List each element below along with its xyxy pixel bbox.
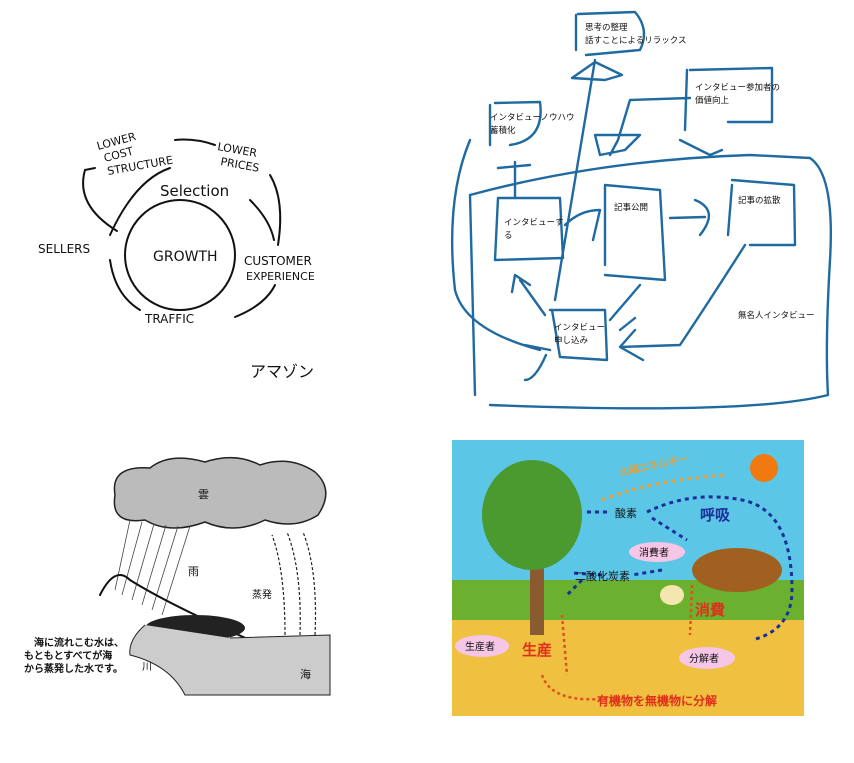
tree-crown bbox=[482, 460, 582, 570]
box-value: インタビュー参加者の bbox=[695, 82, 780, 93]
box-thought: 思考の整理 bbox=[585, 22, 628, 33]
amazon-flywheel-diagram: LOWER COST STRUCTURE LOWER PRICES Select… bbox=[38, 130, 315, 326]
sun-icon bbox=[750, 454, 778, 482]
label-decomposer: 分解者 bbox=[689, 652, 719, 665]
arrow-customer-traffic bbox=[234, 284, 276, 318]
arrow-sellers-selection bbox=[109, 167, 171, 236]
interview-flow-diagram: 思考の整理 話すことによるリラックス インタビュー参加者の 価値向上 インタビュ… bbox=[450, 10, 833, 410]
water-note-2: もともとすべてが海 bbox=[24, 649, 112, 662]
label-anon-interview: 無名人インタビュー bbox=[738, 310, 815, 321]
label-producer: 生産者 bbox=[465, 640, 495, 653]
box-interview: インタビューす bbox=[504, 218, 564, 228]
label-customer: CUSTOMER bbox=[244, 254, 312, 268]
label-cloud: 雲 bbox=[198, 488, 209, 501]
cloud bbox=[113, 456, 327, 529]
respiration-arrows bbox=[565, 495, 794, 642]
label-rain: 雨 bbox=[188, 565, 199, 578]
arrow-traffic-sellers bbox=[109, 259, 141, 311]
box-value-2: 価値向上 bbox=[695, 95, 730, 106]
water-note-1: 海に流れこむ水は、 bbox=[34, 636, 124, 649]
label-co2: 二酸化炭素 bbox=[575, 569, 630, 583]
water-cycle-diagram: 雲 雨 蒸発 川 海 海に流れこむ水は、 もともとすべてが海 から蒸発した水です… bbox=[24, 456, 331, 696]
rain-lines bbox=[114, 519, 191, 616]
label-river: 川 bbox=[142, 662, 152, 673]
water-note-3: から蒸発した水です。 bbox=[24, 662, 123, 675]
arrow-to-lower-cost bbox=[82, 167, 118, 232]
evaporation-arrows bbox=[271, 531, 317, 636]
box-apply: インタビュー bbox=[554, 323, 605, 333]
lion bbox=[692, 548, 782, 592]
label-decompose: 有機物を無機物に分解 bbox=[597, 693, 717, 708]
label-growth: GROWTH bbox=[153, 249, 218, 265]
box-apply-2: 申し込み bbox=[554, 335, 589, 346]
label-selection: Selection bbox=[160, 182, 229, 200]
box-knowhow-2: 蓄積化 bbox=[490, 125, 516, 136]
label-consumer: 消費者 bbox=[639, 546, 669, 559]
box-interview-2: る bbox=[504, 231, 513, 241]
label-production: 生産 bbox=[522, 641, 552, 659]
cycle-arrows bbox=[540, 584, 694, 701]
label-evaporation: 蒸発 bbox=[252, 588, 272, 601]
label-oxygen: 酸素 bbox=[615, 506, 637, 520]
ecosystem-diagram: 太陽エネルギー 酸素 呼吸 消費者 二酸化炭素 消費 生産者 生産 分解者 有機… bbox=[452, 440, 804, 716]
sea-land bbox=[129, 624, 331, 696]
rabbit bbox=[660, 585, 684, 605]
label-traffic: TRAFFIC bbox=[144, 312, 194, 326]
arrow-prices-customer bbox=[269, 174, 282, 246]
amazon-caption: アマゾン bbox=[250, 362, 315, 381]
arrow-to-lower-prices bbox=[174, 138, 216, 146]
tree-trunk bbox=[530, 550, 544, 635]
label-sea: 海 bbox=[300, 667, 311, 681]
label-sellers: SELLERS bbox=[38, 242, 90, 256]
box-thought-relax: 話すことによるリラックス bbox=[585, 35, 687, 46]
solar-energy-arrow bbox=[601, 473, 728, 502]
label-respiration: 呼吸 bbox=[700, 506, 731, 524]
box-publish: 記事公開 bbox=[614, 202, 648, 213]
label-experience: EXPERIENCE bbox=[246, 270, 315, 283]
label-consumption: 消費 bbox=[695, 601, 725, 619]
box-spread: 記事の拡散 bbox=[738, 195, 781, 206]
box-knowhow: インタビューノウハウ bbox=[490, 113, 575, 123]
arrow-selection-customer bbox=[249, 199, 275, 241]
growth-circle bbox=[124, 199, 236, 311]
